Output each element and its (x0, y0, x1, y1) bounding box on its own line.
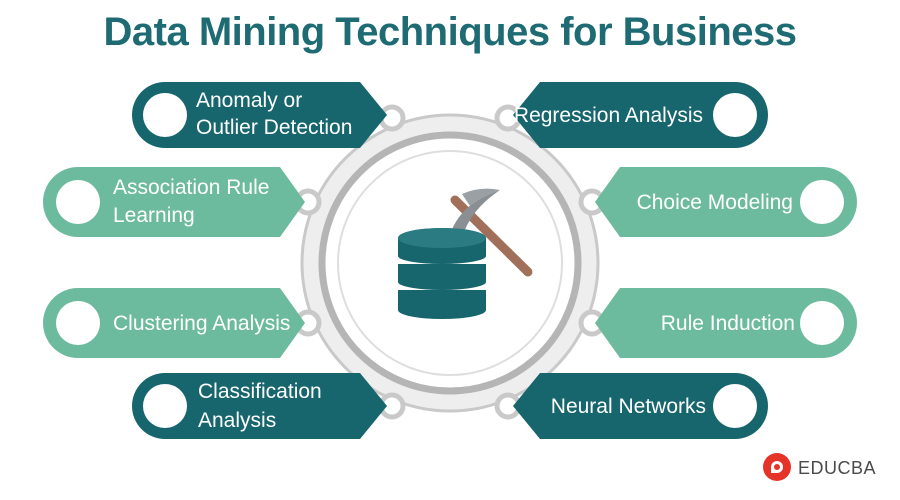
technique-association-rule-learning: Association Rule Learning (43, 167, 305, 237)
technique-anomaly-detection: Anomaly or Outlier Detection (132, 82, 387, 148)
label-line-1: Choice Modeling (637, 191, 793, 214)
label-line-2: Analysis (198, 409, 276, 432)
label-line-2: Outlier Detection (196, 116, 352, 139)
label-line-2: Learning (113, 204, 195, 227)
educba-logo-icon (763, 453, 791, 481)
label-line-1: Clustering Analysis (113, 312, 290, 335)
brand-name: EDUCBA (798, 458, 877, 478)
technique-clustering-analysis: Clustering Analysis (43, 288, 305, 358)
technique-classification-analysis: Classification Analysis (132, 373, 387, 439)
connector-nubs (294, 104, 606, 420)
label-line-1: Anomaly or (196, 89, 302, 112)
technique-regression-analysis: Regression Analysis (513, 82, 768, 148)
page-title: Data Mining Techniques for Business (103, 10, 797, 54)
label-line-1: Regression Analysis (514, 104, 703, 127)
technique-neural-networks: Neural Networks (513, 373, 768, 439)
label-line-1: Rule Induction (661, 312, 795, 335)
technique-rule-induction: Rule Induction (595, 288, 857, 358)
technique-choice-modeling: Choice Modeling (595, 167, 857, 237)
brand-logo: EDUCBA (762, 452, 892, 482)
label-line-1: Association Rule (113, 176, 269, 199)
label-line-1: Neural Networks (551, 395, 706, 418)
label-line-1: Classification (198, 380, 322, 403)
database-with-pickaxe-icon (398, 188, 533, 319)
